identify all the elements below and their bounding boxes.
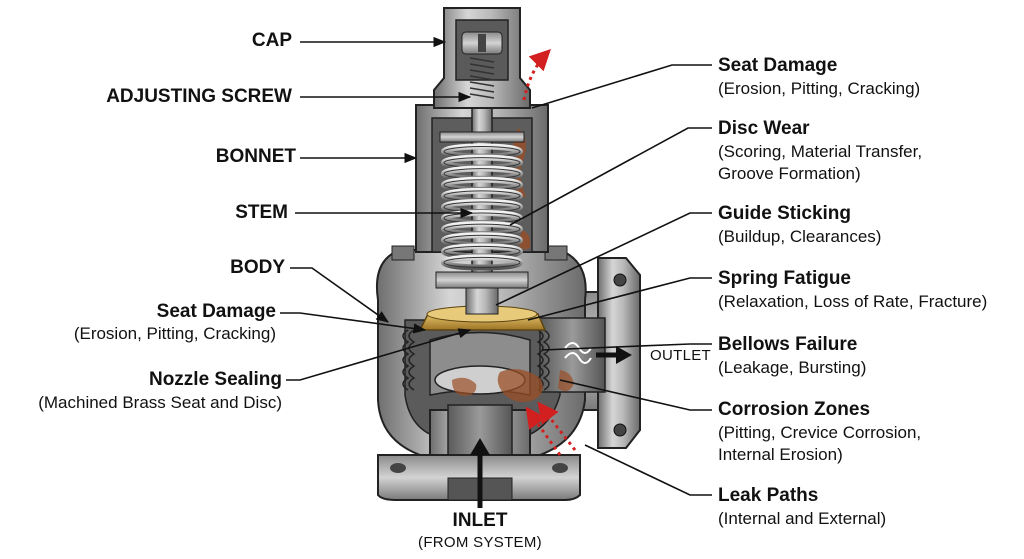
bellows-failure-title: Bellows Failure <box>718 334 858 355</box>
spring-fatigue-sub: (Relaxation, Loss of Rate, Fracture) <box>718 292 988 311</box>
corrosion-zones-sub-2: Internal Erosion) <box>718 445 843 464</box>
spring-fatigue-title: Spring Fatigue <box>718 268 851 289</box>
leak-path-arrows <box>522 49 577 456</box>
body-label: BODY <box>230 257 285 278</box>
left-seat-damage-title: Seat Damage <box>156 301 276 322</box>
cap <box>433 7 531 109</box>
nozzle-sealing-sub: (Machined Brass Seat and Disc) <box>38 393 282 412</box>
spring <box>441 143 523 271</box>
adjusting-screw-label: ADJUSTING SCREW <box>106 86 292 107</box>
bonnet-label: BONNET <box>215 146 296 167</box>
disc-wear-sub-1: (Scoring, Material Transfer, <box>718 142 923 161</box>
left-seat-damage-sub: (Erosion, Pitting, Cracking) <box>73 324 276 343</box>
leader-lines <box>280 36 712 496</box>
guide-sticking-sub: (Buildup, Clearances) <box>718 227 882 246</box>
valve-body <box>376 245 641 501</box>
corrosion-zones-sub-1: (Pitting, Crevice Corrosion, <box>718 423 922 442</box>
cap-label: CAP <box>251 30 292 51</box>
right-seat-damage-title: Seat Damage <box>718 55 838 76</box>
right-seat-damage-sub: (Erosion, Pitting, Cracking) <box>718 79 921 98</box>
spring-coil-outline <box>443 256 521 269</box>
corrosion-zones-title: Corrosion Zones <box>718 399 871 420</box>
disc-wear-sub-2: Groove Formation) <box>718 164 861 183</box>
bellows-failure-sub: (Leakage, Bursting) <box>718 358 867 377</box>
guide-sticking-title: Guide Sticking <box>718 203 852 224</box>
leak-paths-sub: (Internal and External) <box>718 509 887 528</box>
disc-wear-title: Disc Wear <box>718 118 810 139</box>
stem-label: STEM <box>235 202 288 223</box>
inlet-sub-label: (FROM SYSTEM) <box>418 534 542 551</box>
leak-paths-title: Leak Paths <box>718 485 819 506</box>
nozzle-sealing-title: Nozzle Sealing <box>148 369 282 390</box>
inlet-label: INLET <box>452 510 508 531</box>
outlet-label: OUTLET <box>650 347 711 364</box>
inlet-arrow <box>470 438 490 508</box>
